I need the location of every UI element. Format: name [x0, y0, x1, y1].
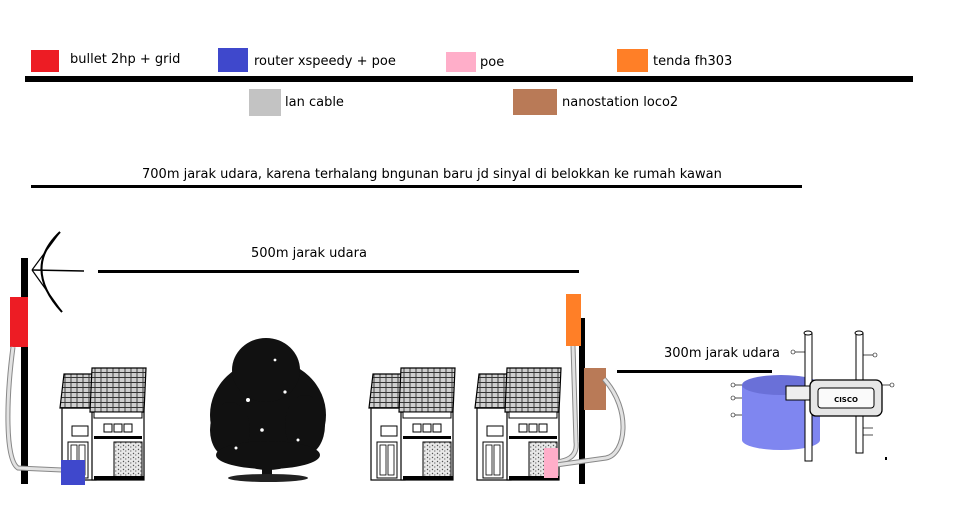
legend-swatch-router	[218, 48, 248, 72]
legend-label-nanostation: nanostation loco2	[562, 95, 679, 110]
long-link-label: 700m jarak udara, karena terhalang bngun…	[142, 167, 722, 182]
long-link-line	[31, 185, 802, 188]
legend-label-tenda: tenda fh303	[653, 54, 733, 69]
legend-swatch-nanostation	[513, 89, 557, 115]
legend-divider	[25, 76, 913, 82]
mid-link-label: 500m jarak udara	[251, 246, 367, 261]
legend-swatch-poe	[446, 52, 476, 72]
short-link-line	[617, 370, 772, 373]
legend-label-poe: poe	[480, 55, 505, 70]
short-link-label: 300m jarak udara	[664, 346, 780, 361]
legend-label-lan-cable: lan cable	[285, 95, 344, 110]
legend-label-bullet: bullet 2hp + grid	[70, 52, 181, 67]
legend-swatch-tenda	[617, 49, 648, 72]
legend-swatch-bullet	[31, 50, 59, 72]
mid-link-line	[98, 270, 579, 273]
legend-swatch-lan-cable	[249, 89, 281, 116]
cisco-logo-text: CISCO	[834, 396, 858, 404]
legend-label-router: router xspeedy + poe	[254, 54, 396, 69]
